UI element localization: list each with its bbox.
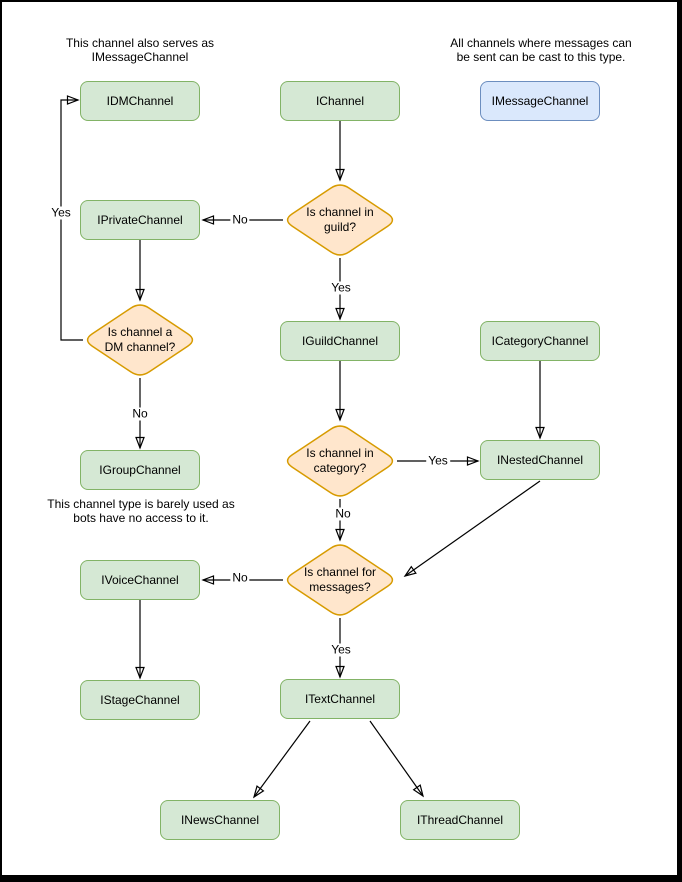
- node-ithreadchannel-label: IThreadChannel: [416, 813, 504, 827]
- window-border-right: [677, 0, 682, 882]
- node-inewschannel-label: INewsChannel: [180, 813, 260, 827]
- edge-label-yes-messages: Yes: [329, 642, 353, 657]
- node-igroupchannel: IGroupChannel: [80, 450, 200, 490]
- decision-is-channel-in-category-label: Is channel in category?: [306, 446, 374, 475]
- diamond-shape: [86, 304, 194, 376]
- window-border-top: [0, 0, 682, 2]
- edge-itextchannel-to-ithreadchannel: [369, 720, 424, 798]
- edge-label-no-messages: No: [230, 570, 250, 585]
- node-icategorychannel: ICategoryChannel: [480, 321, 600, 361]
- edge-label-no-category: No: [333, 506, 353, 521]
- node-imessagechannel: IMessageChannel: [480, 81, 600, 121]
- node-ichannel-label: IChannel: [315, 94, 365, 108]
- decision-is-channel-for-messages-label: Is channel for messages?: [303, 565, 377, 594]
- note-idmchannel: This channel also serves as IMessageChan…: [65, 36, 215, 64]
- decision-is-channel-for-messages: Is channel for messages?: [283, 542, 397, 618]
- edge-label-no-dm: No: [130, 406, 150, 421]
- node-igroupchannel-label: IGroupChannel: [99, 463, 181, 477]
- node-idmchannel-label: IDMChannel: [106, 94, 174, 108]
- node-ichannel: IChannel: [280, 81, 400, 121]
- decision-is-channel-in-guild: Is channel in guild?: [283, 182, 397, 258]
- note-imessagechannel: All channels where messages can be sent …: [450, 36, 632, 64]
- node-iprivatechannel-label: IPrivateChannel: [97, 213, 183, 227]
- edge-label-yes-dm: Yes: [49, 205, 73, 220]
- node-inewschannel: INewsChannel: [160, 800, 280, 840]
- decision-is-channel-a-dm-label: Is channel a DM channel?: [104, 325, 176, 354]
- edge-inestedchannel-to-messages-decision: [403, 480, 541, 577]
- window-border-bottom: [0, 875, 682, 882]
- edge-itextchannel-to-inewschannel: [253, 720, 311, 799]
- diamond-shape: [286, 544, 394, 616]
- diamond-shape: [286, 425, 394, 497]
- node-idmchannel: IDMChannel: [80, 81, 200, 121]
- node-ivoicechannel: IVoiceChannel: [80, 560, 200, 600]
- decision-is-channel-in-category: Is channel in category?: [283, 423, 397, 499]
- decision-is-channel-in-guild-label: Is channel in guild?: [306, 205, 374, 234]
- diamond-shape: [286, 184, 394, 256]
- edge-dm-decision-yes-to-idmchannel: [60, 95, 83, 341]
- node-ithreadchannel: IThreadChannel: [400, 800, 520, 840]
- node-imessagechannel-label: IMessageChannel: [491, 94, 589, 108]
- node-iguildchannel-label: IGuildChannel: [301, 334, 379, 348]
- window-border-left: [0, 0, 2, 882]
- note-igroupchannel: This channel type is barely used as bots…: [47, 497, 235, 525]
- node-istagechannel-label: IStageChannel: [100, 693, 180, 707]
- node-inestedchannel: INestedChannel: [480, 440, 600, 480]
- node-istagechannel: IStageChannel: [80, 680, 200, 720]
- node-iguildchannel: IGuildChannel: [280, 321, 400, 361]
- edge-label-yes-category: Yes: [426, 453, 450, 468]
- node-itextchannel-label: ITextChannel: [304, 692, 376, 706]
- node-icategorychannel-label: ICategoryChannel: [491, 334, 589, 348]
- node-itextchannel: ITextChannel: [280, 679, 400, 719]
- edge-label-no-guild: No: [230, 212, 250, 227]
- node-inestedchannel-label: INestedChannel: [496, 453, 584, 467]
- node-ivoicechannel-label: IVoiceChannel: [101, 573, 179, 587]
- node-iprivatechannel: IPrivateChannel: [80, 200, 200, 240]
- decision-is-channel-a-dm: Is channel a DM channel?: [83, 302, 197, 378]
- edge-label-yes-guild: Yes: [329, 280, 353, 295]
